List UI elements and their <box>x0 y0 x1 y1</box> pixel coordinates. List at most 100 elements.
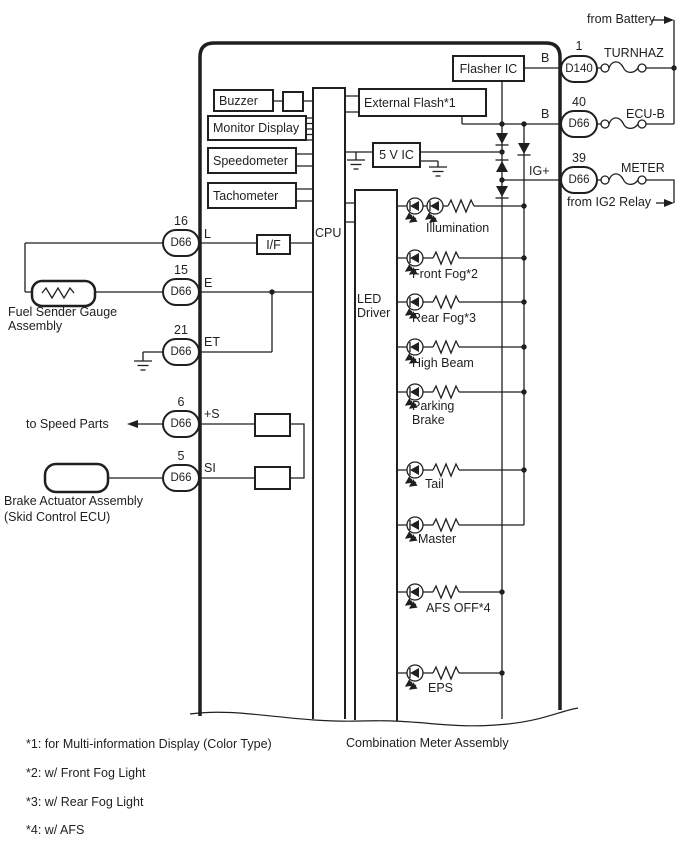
to-speed-parts-arrow-icon <box>127 420 138 428</box>
variable-resistor-icon <box>41 286 75 300</box>
footnote-1: *1: for Multi-information Display (Color… <box>26 737 272 751</box>
signal-label-et: ET <box>204 335 220 349</box>
connector-d66-pin16: D66 <box>162 229 200 257</box>
buzzer-coupler-box <box>282 91 304 112</box>
indicator-rear-fog-label: Rear Fog*3 <box>412 311 476 325</box>
signal-label-l: L <box>204 227 211 241</box>
tachometer-block: Tachometer <box>207 182 297 209</box>
led-driver-label: LED Driver <box>357 292 391 321</box>
led-icon <box>406 462 423 486</box>
junction-dots <box>127 16 677 676</box>
pin-number: 1 <box>575 39 583 53</box>
brake-actuator-label: Brake Actuator Assembly <box>4 494 143 508</box>
torn-edge-wave <box>189 707 579 727</box>
signal-label-si: SI <box>204 461 216 475</box>
led-icon <box>426 198 443 222</box>
signal-label-b: B <box>541 51 550 65</box>
fuse-label-meter: METER <box>621 161 665 175</box>
resistor-icon <box>432 585 460 599</box>
speedometer-block: Speedometer <box>207 147 297 174</box>
indicator-front-fog-label: Front Fog*2 <box>412 267 479 281</box>
indicator-master-label: Master <box>418 532 457 546</box>
connector-d66-pin5: D66 <box>162 464 200 492</box>
diode-icon <box>516 142 532 156</box>
signal-label-ig: IG+ <box>529 164 550 178</box>
footnote-3: *3: w/ Rear Fog Light <box>26 795 144 809</box>
speed-link-wire <box>290 423 305 479</box>
connector-d66-pin15: D66 <box>162 278 200 306</box>
pin-number: 21 <box>174 323 188 337</box>
indicator-high-beam-label: High Beam <box>412 356 474 370</box>
l-wire <box>24 242 313 292</box>
connector-d66-pin39: D66 <box>560 166 598 194</box>
five-v-ic-wires <box>345 151 502 167</box>
indicator-afs-off-label: AFS OFF*4 <box>426 601 491 615</box>
pin-number: 16 <box>174 214 188 228</box>
flasher-ic-block: Flasher IC <box>452 55 525 82</box>
resistor-icon <box>432 463 460 477</box>
connector-d140-pin1: D140 <box>560 55 598 83</box>
resistor-icon <box>432 518 460 532</box>
fuse-label-ecub: ECU-B <box>626 107 665 121</box>
pin-number: 6 <box>177 395 185 409</box>
signal-label-e: E <box>204 276 213 290</box>
brake-actuator-sub-label: (Skid Control ECU) <box>4 510 111 524</box>
ground-icon <box>346 159 366 170</box>
resistor-icon <box>432 385 460 399</box>
tachometer-wires <box>297 188 313 202</box>
footnote-4: *4: w/ AFS <box>26 823 85 837</box>
resistor-icon <box>432 251 460 265</box>
indicator-illumination-label: Illumination <box>426 221 490 235</box>
indicator-tail-label: Tail <box>425 477 444 491</box>
pin-number: 39 <box>572 151 586 165</box>
signal-label-s: +S <box>204 407 220 421</box>
combination-meter-assembly-outline <box>198 41 562 716</box>
cpu-box <box>312 87 346 719</box>
indicator-eps-label: EPS <box>428 681 454 695</box>
assembly-caption: Combination Meter Assembly <box>346 736 509 750</box>
monitor-display-block: Monitor Display <box>207 115 307 141</box>
signal-label-b: B <box>541 107 550 121</box>
fuel-sender-gauge-symbol-box <box>30 279 97 308</box>
pin-number: 5 <box>177 449 185 463</box>
resistor-icon <box>432 666 460 680</box>
indicator-parking-brake-label: Parking Brake <box>412 399 455 428</box>
from-ig2-arrow-icon <box>664 199 674 207</box>
external-flash-block: External Flash*1 <box>358 88 487 117</box>
line-boxes <box>30 91 304 494</box>
wires <box>24 19 675 719</box>
connector-d66-pin6: D66 <box>162 410 200 438</box>
fuse-label-turnhaz: TURNHAZ <box>604 46 664 60</box>
ground-icon <box>133 360 153 371</box>
connector-d66-pin21: D66 <box>162 338 200 366</box>
ground-icon <box>428 166 448 177</box>
speedometer-wires <box>297 153 313 167</box>
resistor-icon <box>432 295 460 309</box>
speed-signal-box <box>254 413 291 437</box>
external-flash-wires <box>345 95 358 113</box>
monitor-display-wires <box>307 117 313 141</box>
b-wire <box>461 117 560 125</box>
led-icon <box>406 198 423 222</box>
led-icon <box>406 584 423 608</box>
et-wire <box>142 292 273 361</box>
diode-icon <box>494 185 510 199</box>
fuel-sender-label: Fuel Sender Gauge Assembly <box>8 305 118 334</box>
five-v-ic-block: 5 V IC <box>372 142 421 168</box>
buzzer-block: Buzzer <box>213 89 274 112</box>
led-icon <box>406 665 423 689</box>
from-ig2-label: from IG2 Relay <box>567 195 652 209</box>
to-speed-parts-label: to Speed Parts <box>26 417 109 431</box>
from-battery-label: from Battery <box>587 12 656 26</box>
interface-block: I/F <box>256 234 291 255</box>
from-battery-arrow-icon <box>664 16 674 24</box>
pin-number: 40 <box>572 95 586 109</box>
diode-icon <box>494 159 510 173</box>
brake-actuator-box <box>43 462 110 494</box>
diode-icon <box>494 132 510 146</box>
resistor-icon <box>447 199 475 213</box>
cpu-leddriver-wires <box>345 202 355 223</box>
cpu-label: CPU <box>315 226 342 240</box>
